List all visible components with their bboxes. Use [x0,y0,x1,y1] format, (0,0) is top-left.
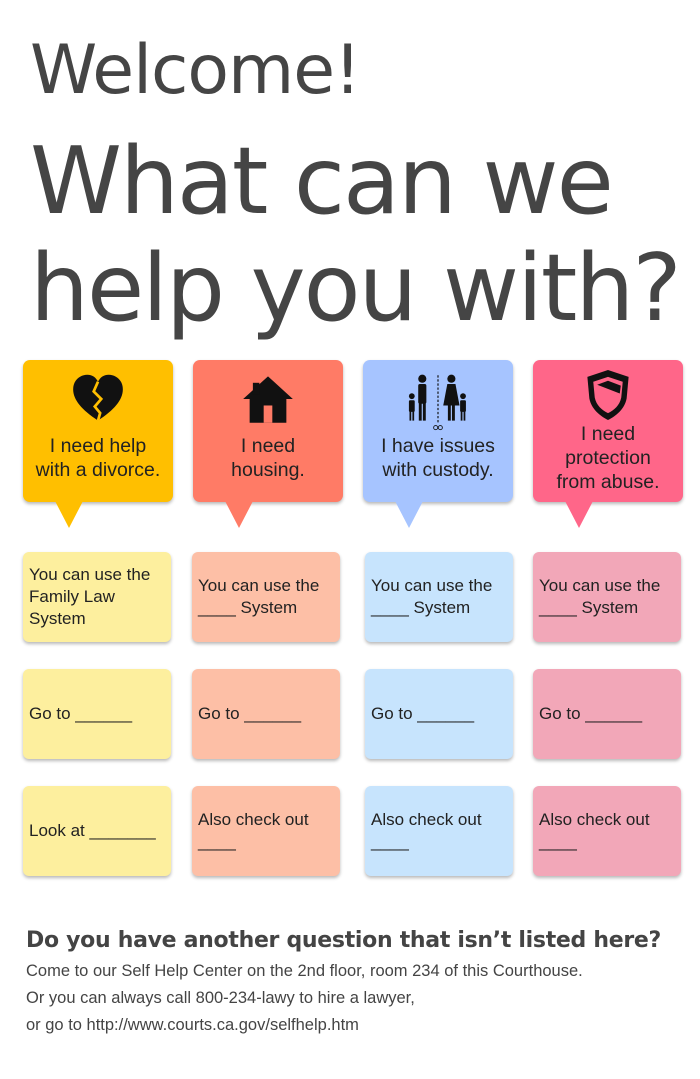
family-custody-icon [363,372,513,431]
card-use-system: You can use the ____ System [365,552,513,642]
card-use-system: You can use the Family Law System [23,552,171,642]
shield-icon [533,368,683,424]
card-look-at: Also check out ____ [192,786,340,876]
bubble-pointer [55,501,83,528]
card-go-to: Go to ______ [365,669,513,759]
footer-question: Do you have another question that isn’t … [26,928,661,953]
footer-self-help-center: Come to our Self Help Center on the 2nd … [26,962,583,980]
footer-website-line: or go to http://www.courts.ca.gov/selfhe… [26,1016,359,1034]
card-use-system: You can use the ____ System [192,552,340,642]
card-look-at: Also check out ____ [365,786,513,876]
footer-phone-line: Or you can always call 800-234-lawy to h… [26,989,415,1007]
card-go-to: Go to ______ [23,669,171,759]
broken-heart-icon [23,372,173,428]
headline-line-2: help you with? [30,234,682,342]
headline-line-1: What can we [30,127,614,235]
card-look-at: Look at _______ [23,786,171,876]
bubble-pointer [395,501,423,528]
bubble-pointer [225,501,253,528]
welcome-heading: Welcome! [30,31,361,110]
card-look-at: Also check out ____ [533,786,681,876]
card-go-to: Go to ______ [192,669,340,759]
bubble-pointer [565,501,593,528]
house-icon [193,372,343,428]
card-go-to: Go to ______ [533,669,681,759]
card-use-system: You can use the ____ System [533,552,681,642]
